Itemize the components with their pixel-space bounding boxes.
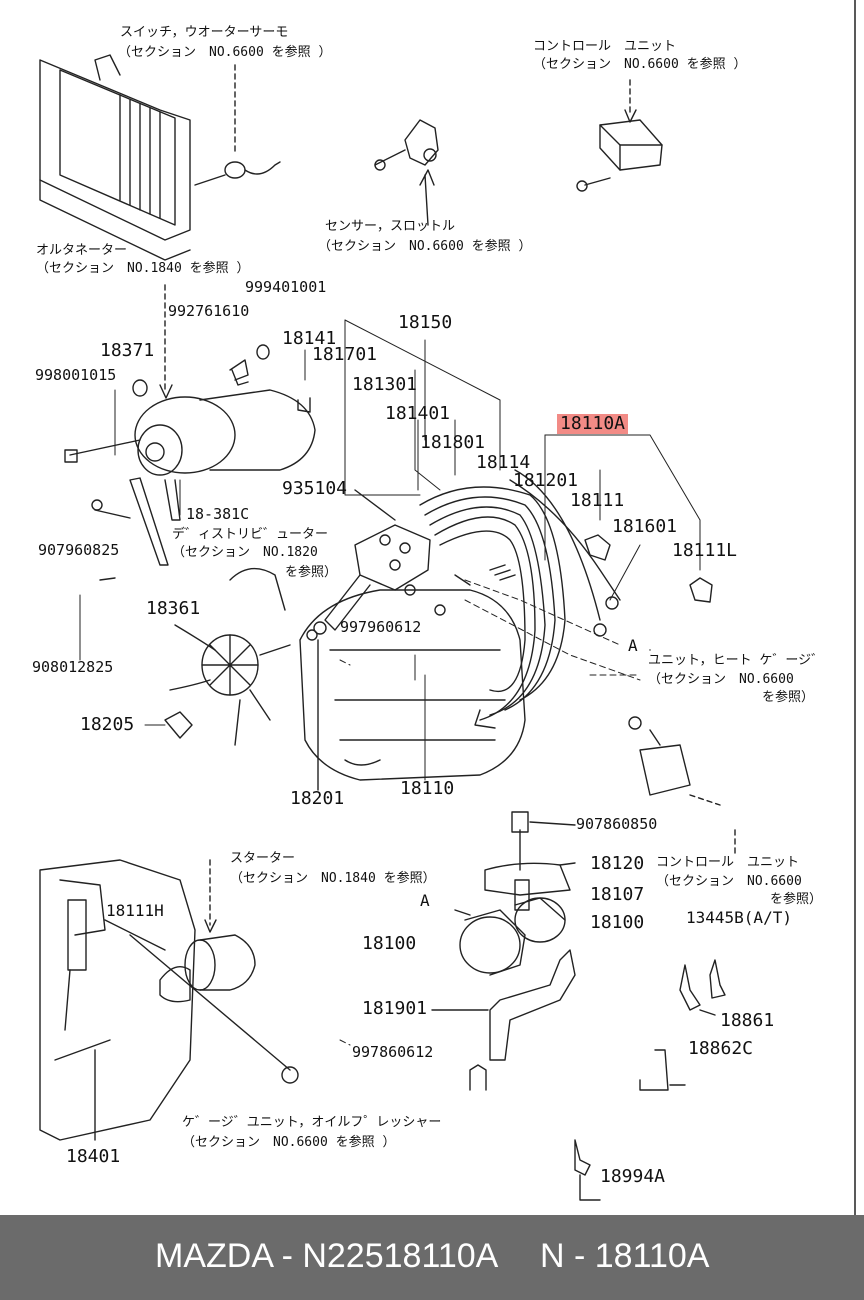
part-18861: 18861 (720, 1010, 775, 1031)
label-throttle-sensor: センサー，スロットル (325, 219, 456, 234)
part-907960825: 907960825 (38, 541, 120, 559)
label-alternator: オルタネーター (36, 243, 128, 258)
part-18201: 18201 (290, 788, 345, 809)
coil-bracket-drawing (431, 949, 576, 1091)
fuse-clips-drawing (639, 649, 726, 1091)
part-181401: 181401 (385, 403, 451, 424)
part-997960612: 997960612 (340, 618, 422, 636)
part-181801: 181801 (420, 432, 486, 453)
parts-diagram: スイッチ，ウオーターサーモ （セクション NO.6600 を参照 ） コントロー… (32, 0, 856, 1215)
part-13445B-at: 13445B(A/T) (686, 908, 792, 927)
part-997860612: 997860612 (352, 1043, 434, 1061)
part-181301: 181301 (352, 374, 418, 395)
part-18862C: 18862C (688, 1038, 754, 1059)
footer-short-code: N - 18110A (540, 1237, 710, 1275)
part-181601: 181601 (612, 516, 678, 537)
part-999401001: 999401001 (245, 278, 327, 296)
label-heat-gauge-unit: ユニット，ヒート ケ゛ージ゛ (648, 653, 825, 668)
part-18205: 18205 (80, 714, 135, 735)
part-18111: 18111 (570, 490, 625, 511)
label-throttle-sensor-ref: （セクション NO.6600 を参照 ） (318, 239, 532, 254)
label-starter-ref: （セクション NO.1840 を参照） (230, 871, 436, 886)
thermo-switch-drawing (194, 64, 281, 186)
exploded-view-drawing (39, 0, 856, 1215)
part-18120: 18120 (590, 853, 645, 874)
marker-a-bottom: A (420, 891, 430, 910)
harness-clip-drawing (574, 1139, 601, 1201)
cooling-fan-drawing (169, 567, 319, 791)
engine-block-drawing (299, 589, 526, 781)
part-18141: 18141 (282, 328, 337, 349)
part-18107: 18107 (590, 884, 645, 905)
part-18361: 18361 (146, 598, 201, 619)
part-18150: 18150 (398, 312, 453, 333)
clip-parts-drawing (91, 344, 713, 739)
part-18401: 18401 (66, 1146, 121, 1167)
leader-lines (79, 319, 701, 781)
label-starter: スターター (230, 851, 296, 866)
part-992761610: 992761610 (168, 302, 250, 320)
label-distributor-ref: （セクション NO.1820 (172, 545, 318, 560)
part-18111H: 18111H (106, 901, 164, 920)
starter-drawing (159, 859, 256, 1003)
footer-part-number: MAZDA - N22518110A (155, 1237, 499, 1275)
radiator-drawing (39, 54, 191, 261)
part-908012825: 908012825 (32, 658, 114, 676)
label-control-unit-top: コントロール ユニット (533, 39, 677, 54)
label-control-unit-bottom-ref: （セクション NO.6600 (656, 874, 802, 889)
part-18110A-highlighted: 18110A (557, 414, 629, 434)
part-18371: 18371 (100, 340, 155, 361)
label-control-unit-bottom: コントロール ユニット (656, 855, 800, 870)
label-control-unit-bottom-ref-2: を参照） (770, 892, 823, 907)
part-998001015: 998001015 (35, 366, 117, 384)
control-unit-top-drawing (576, 79, 663, 192)
part-18110: 18110 (400, 778, 455, 799)
label-distributor: デ゛ィストリビ゛ューター (172, 527, 329, 542)
label-heat-gauge-unit-ref-2: を参照） (762, 690, 815, 705)
part-181901: 181901 (362, 998, 428, 1019)
part-info-footer: MAZDA - N22518110A N - 18110A (0, 1215, 864, 1300)
control-unit-bottom-drawing (628, 716, 736, 856)
alternator-drawing (64, 284, 316, 566)
label-oil-pressure-gauge-unit-ref: （セクション NO.6600 を参照 ） (182, 1135, 396, 1150)
throttle-sensor-drawing (374, 119, 439, 226)
part-18100-right: 18100 (590, 912, 645, 933)
part-18994A: 18994A (600, 1166, 666, 1187)
part-18100-left: 18100 (362, 933, 417, 954)
ignition-coil-drawing (454, 811, 576, 976)
label-oil-pressure-gauge-unit: ケ゛ージ゛ユニット，オイルフ゜レッシャー (182, 1115, 442, 1130)
label-heat-gauge-unit-ref: （セクション NO.6600 (648, 672, 794, 687)
label-thermo-switch: スイッチ，ウオーターサーモ (120, 25, 289, 40)
part-907860850: 907860850 (576, 815, 658, 833)
part-18111L: 18111L (672, 540, 738, 561)
part-18-381C: 18-381C (186, 505, 250, 523)
part-181701: 181701 (312, 344, 378, 365)
distributor-drawing (313, 489, 431, 635)
label-control-unit-top-ref: （セクション NO.6600 を参照 ） (533, 57, 747, 72)
part-935104: 935104 (282, 478, 348, 499)
part-18114: 18114 (476, 452, 531, 473)
label-alternator-ref: （セクション NO.1840 を参照 ） (36, 261, 250, 276)
transmission-block-drawing (39, 859, 299, 1141)
marker-a-top: A (628, 636, 638, 655)
part-181201: 181201 (513, 470, 579, 491)
reference-dash-lines (339, 659, 641, 1046)
label-thermo-switch-ref: （セクション NO.6600 を参照 ） (118, 45, 332, 60)
label-distributor-ref-2: を参照） (285, 565, 338, 580)
